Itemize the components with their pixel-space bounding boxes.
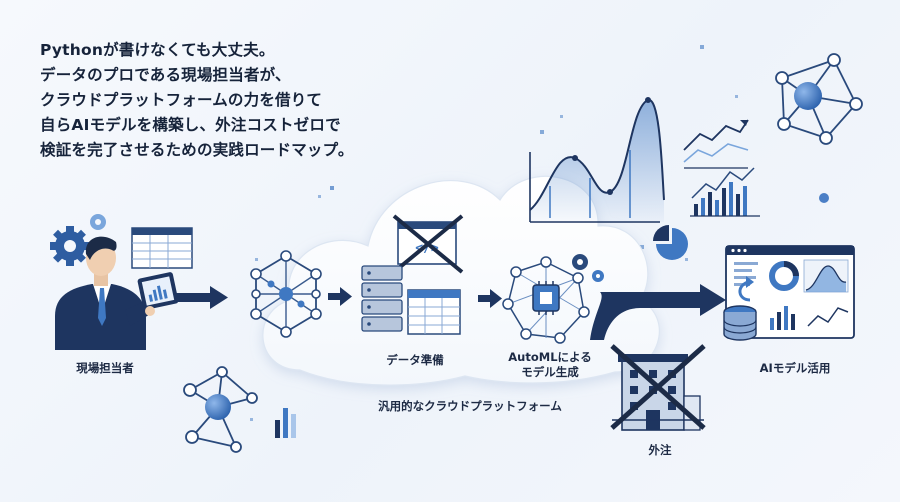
arrow-worker-to-network <box>176 286 228 309</box>
arrow-automl-to-ai-use <box>590 284 726 340</box>
automl-chip-icon <box>502 256 590 344</box>
line-chart-icon <box>683 119 749 169</box>
outsourcing-building-crossed-icon <box>610 344 706 431</box>
area-chart-icon <box>529 97 665 223</box>
gear-small-icon-automl <box>572 254 604 282</box>
database-icon-ai <box>723 305 757 341</box>
arrow-network-to-data <box>328 287 352 306</box>
network-icon-bottom-left <box>183 366 258 453</box>
network-icon-top-right <box>775 53 863 203</box>
label-automl: AutoMLによる モデル生成 <box>495 350 605 380</box>
headline-line-3: クラウドプラットフォームの力を借りて <box>40 91 323 109</box>
label-data-prep: データ準備 <box>386 353 444 367</box>
label-outsourcing: 外注 <box>648 443 672 457</box>
database-stack-icon <box>361 265 403 332</box>
headline-line-2: データのプロである現場担当者が、 <box>40 66 291 84</box>
gear-icon <box>50 226 90 266</box>
label-worker: 現場担当者 <box>76 361 134 375</box>
headline-line-5: 検証を完了させるための実践ロードマップ。 <box>40 141 354 159</box>
bar-line-chart-icon <box>690 167 760 217</box>
gear-small-icon <box>90 214 106 230</box>
spreadsheet-icon <box>131 227 193 269</box>
code-window-crossed-icon: </> <box>392 214 464 274</box>
table-icon <box>407 289 461 335</box>
decorative-dots <box>250 45 738 421</box>
pie-chart-icon <box>653 225 688 260</box>
headline-line-4: 自らAIモデルを構築し、外注コストゼロで <box>40 116 341 134</box>
label-automl-line-2: モデル生成 <box>521 365 579 379</box>
ai-dashboard-icon <box>725 245 855 339</box>
label-ai-use: AIモデル活用 <box>759 361 831 375</box>
headline-text: Pythonが書けなくても大丈夫。 データのプロである現場担当者が、 クラウドプ… <box>40 38 430 163</box>
neural-network-icon <box>250 250 322 338</box>
arrow-data-to-automl <box>478 289 502 308</box>
headline-line-1: Pythonが書けなくても大丈夫。 <box>40 41 275 59</box>
label-automl-line-1: AutoMLによる <box>508 350 592 364</box>
label-cloud-platform: 汎用的なクラウドプラットフォーム <box>378 399 562 413</box>
data-prep-icon <box>361 265 461 335</box>
svg-text:</>: </> <box>415 241 439 256</box>
worker-figure <box>50 214 179 350</box>
bar-chart-icon-bottom-left <box>275 408 296 438</box>
